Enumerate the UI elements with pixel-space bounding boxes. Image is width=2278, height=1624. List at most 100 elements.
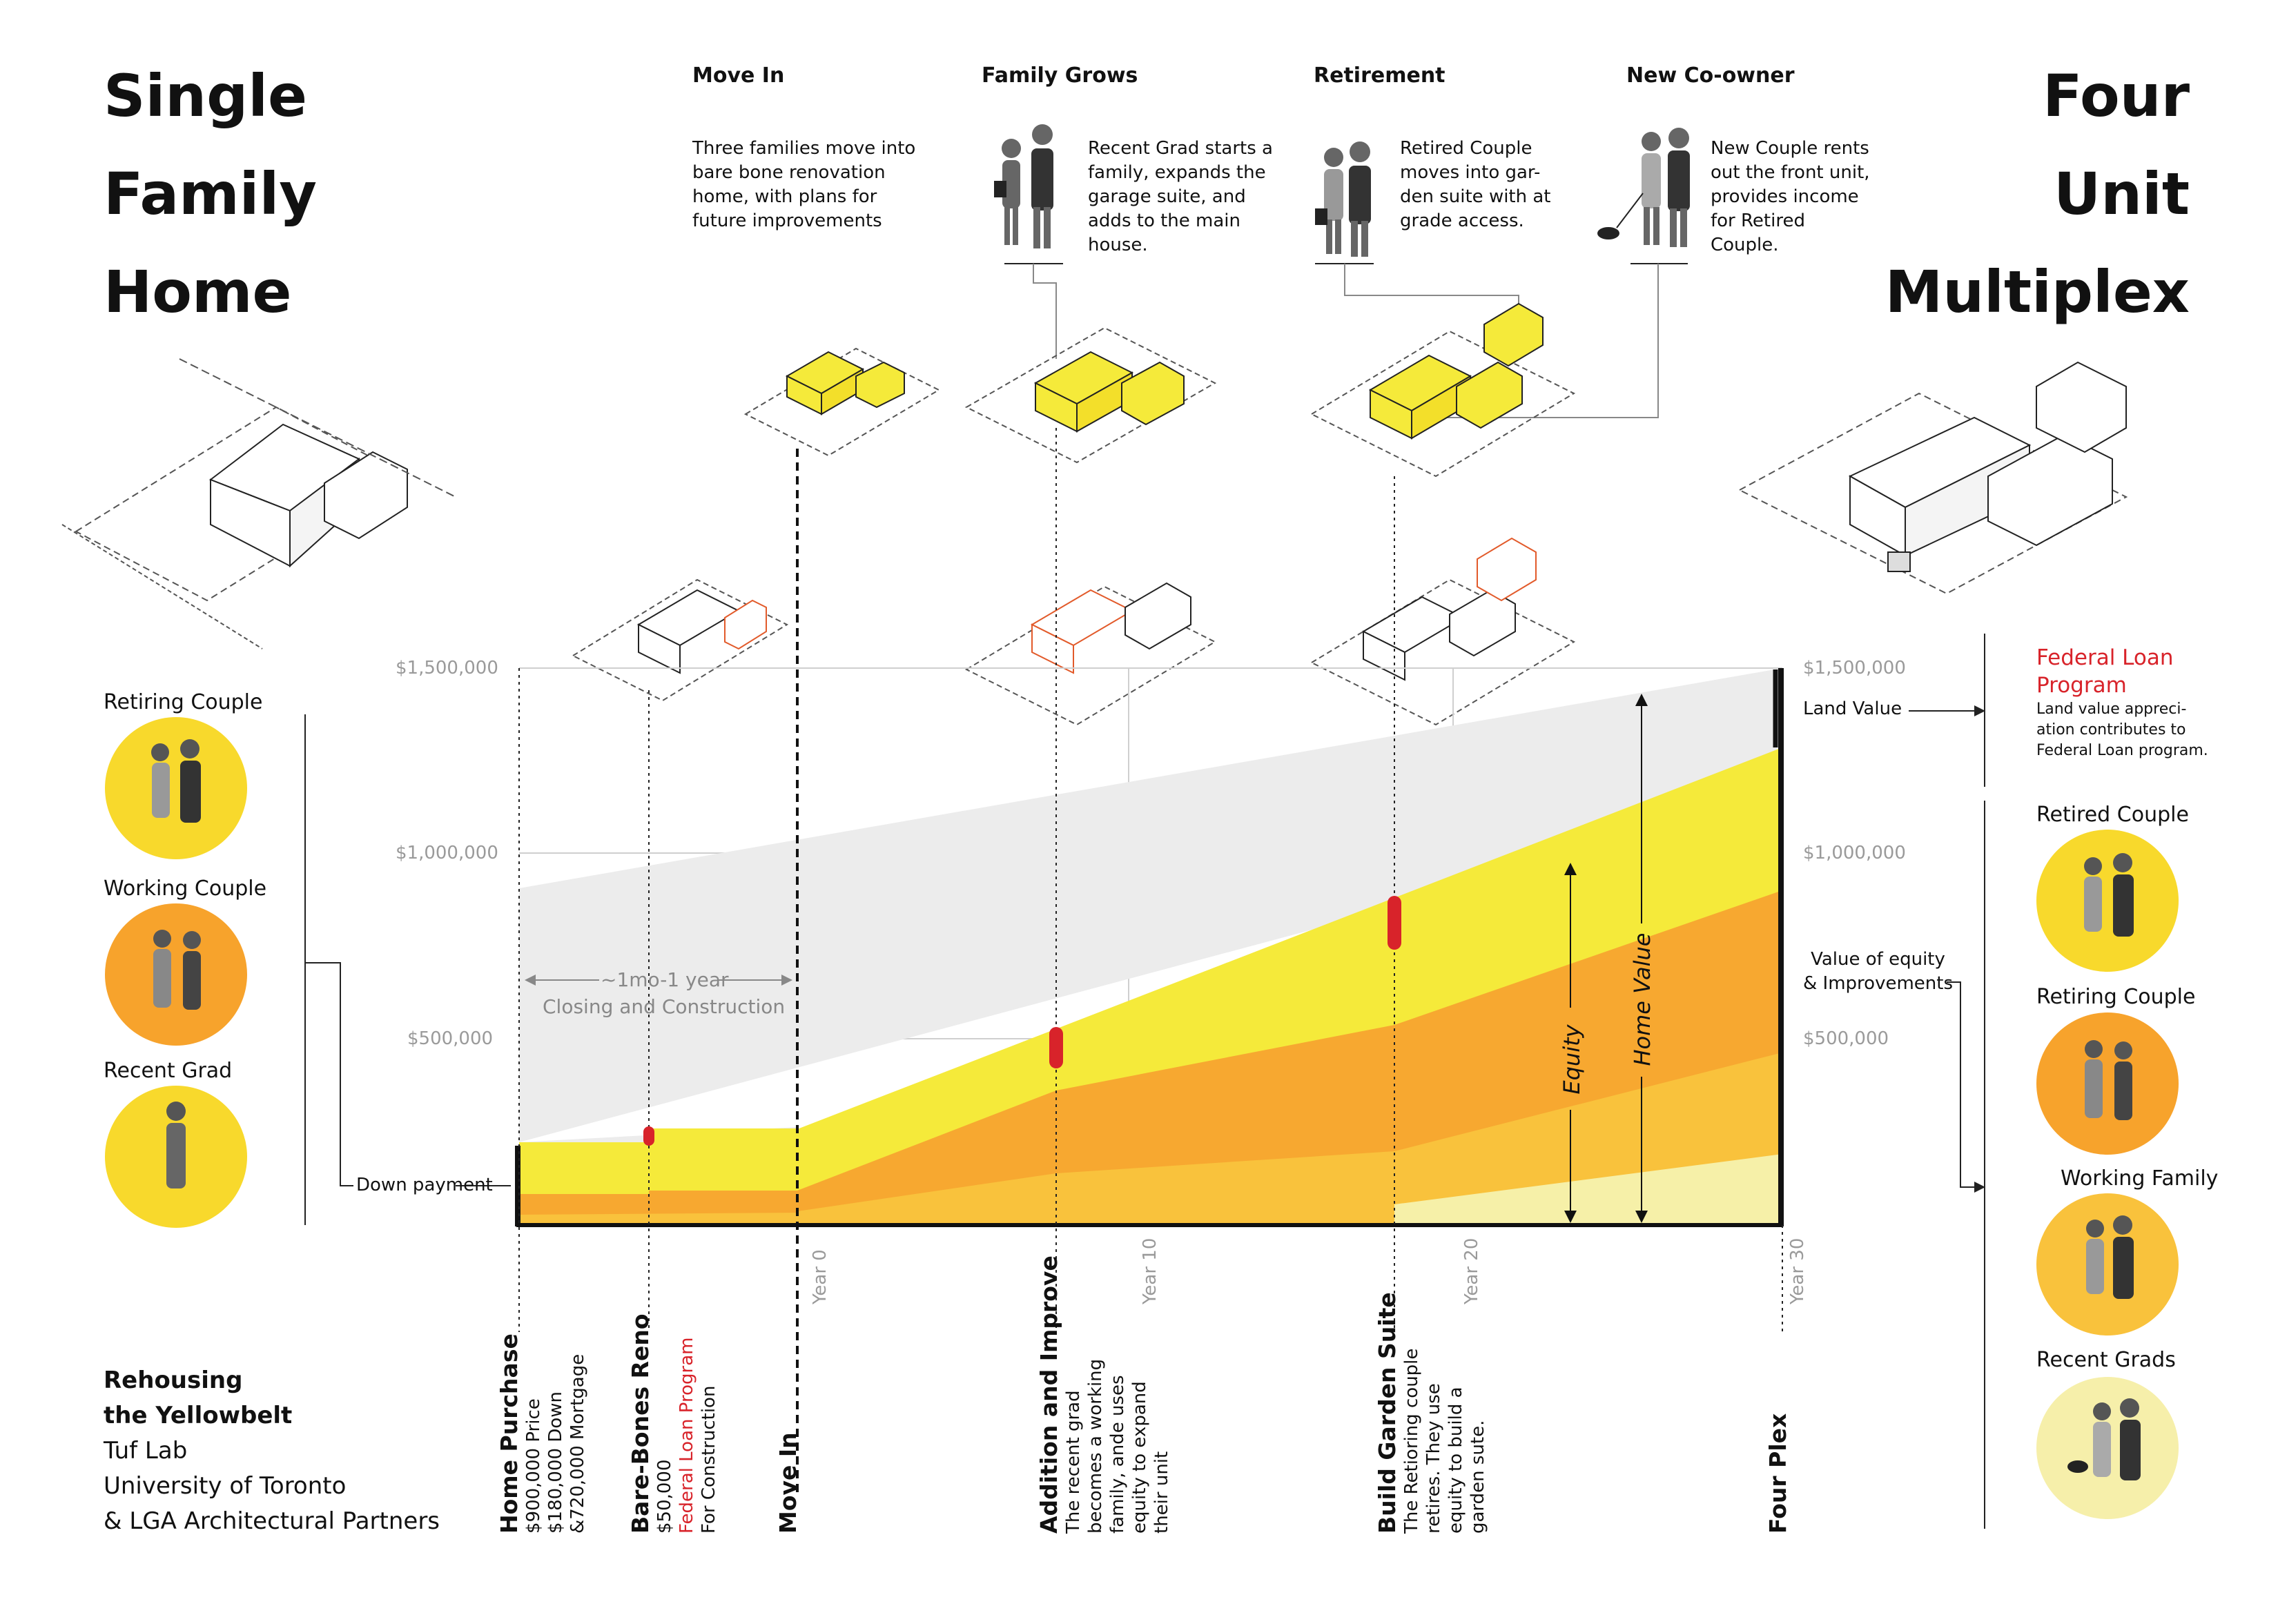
red-marker <box>643 1126 654 1146</box>
milestone-line: their unit <box>1151 1451 1172 1534</box>
federal-loan-note: Federal Loan Program Land value appreci-… <box>2036 644 2208 761</box>
stage-description: Recent Grad starts a family, expands the… <box>1088 137 1273 257</box>
isometric-house-addition <box>964 582 1217 726</box>
desc-line: future improvements <box>692 211 882 231</box>
stage-title: New Co-owner <box>1626 63 1795 88</box>
credits: Rehousing the Yellowbelt Tuf Lab Univers… <box>104 1363 440 1539</box>
credits-line: Tuf Lab <box>104 1437 188 1465</box>
desc-line: Three families move into <box>692 138 916 159</box>
desc-line: moves into gar- <box>1400 162 1541 183</box>
isometric-house-single-family <box>61 358 456 649</box>
milestone-line: The Retioring couple <box>1401 1348 1422 1534</box>
milestone-line: &720,000 Mortgage <box>567 1353 588 1534</box>
y-tick-right: $1,000,000 <box>1803 843 1906 863</box>
land-value-label: Land Value <box>1803 698 1902 719</box>
left-title-line: Family <box>104 160 318 228</box>
isometric-house-reno <box>571 578 789 702</box>
closing-arrow <box>525 975 792 986</box>
year-label: Year 20 <box>1461 1238 1482 1305</box>
desc-line: house. <box>1088 235 1148 255</box>
person-icon <box>1315 141 1374 264</box>
connector-line <box>1033 264 1057 359</box>
milestone-line: garden sute. <box>1468 1420 1488 1534</box>
y-tick-left: $500,000 <box>407 1028 494 1049</box>
circle-working-couple <box>105 903 247 1046</box>
left-title-line: Home <box>104 258 292 326</box>
desc-line: home, with plans for <box>692 186 877 207</box>
stage-title: Family Grows <box>982 63 1138 88</box>
credits-title-line: Rehousing <box>104 1367 243 1394</box>
right-title-line: Multiplex <box>1885 258 2190 326</box>
milestone-addition: Addition and Improve The recent grad bec… <box>1035 1255 1173 1534</box>
desc-line: adds to the main <box>1088 211 1241 231</box>
desc-line: Couple. <box>1711 235 1779 255</box>
circle-retiring-couple-right <box>2036 1012 2179 1155</box>
person-icon <box>1597 128 1690 264</box>
closing-range-label: ~1mo-1 year <box>601 968 729 991</box>
milestone-line: For Construction <box>699 1385 719 1534</box>
milestone-title: Build Garden Suite <box>1374 1292 1401 1534</box>
milestone-line: becomes a working <box>1085 1358 1106 1534</box>
milestone-title: Home Purchase <box>496 1333 523 1534</box>
people-label: Retiring Couple <box>104 690 263 714</box>
federal-text-line: Land value appreci- <box>2036 701 2187 718</box>
people-label: Recent Grad <box>104 1059 233 1083</box>
equity-mid-area <box>519 1053 1782 1225</box>
home-value-arrow <box>1635 694 1648 1223</box>
milestone-line: $900,000 Price <box>523 1398 544 1534</box>
milestone-title: Move In <box>775 1432 801 1534</box>
y-tick-right: $1,500,000 <box>1803 658 1906 678</box>
milestone-title: Four Plex <box>1764 1413 1791 1534</box>
closing-label: Closing and Construction <box>543 995 786 1018</box>
right-bracket <box>1909 634 1985 1529</box>
milestone-line: Federal Loan Program <box>676 1337 697 1534</box>
left-title-line: Single <box>104 62 307 130</box>
milestone-four-plex: Four Plex <box>1764 1413 1791 1534</box>
left-bracket <box>304 714 353 1225</box>
arrow-head <box>1974 1182 1985 1193</box>
federal-title-line: Federal Loan <box>2036 645 2174 670</box>
y-tick-right: $500,000 <box>1803 1028 1889 1049</box>
stage-title: Move In <box>692 63 785 88</box>
isometric-house-family-grows <box>964 326 1217 464</box>
federal-text-line: Federal Loan program. <box>2036 742 2208 759</box>
people-label: Retiring Couple <box>2036 985 2196 1009</box>
circle-retiring-couple <box>105 717 247 859</box>
desc-line: New Couple rents <box>1711 138 1869 159</box>
federal-title-line: Program <box>2036 673 2127 698</box>
stage-description: New Couple rents out the front unit, pro… <box>1711 137 1870 257</box>
red-marker <box>1049 1027 1063 1068</box>
credits-line: University of Toronto <box>104 1472 347 1500</box>
down-payment-label: Down payment <box>356 1175 493 1195</box>
circle-working-family <box>2036 1193 2179 1336</box>
isometric-house-retirement <box>1310 302 1576 478</box>
milestone-line: equity to expand <box>1129 1381 1150 1534</box>
desc-line: Recent Grad starts a <box>1088 138 1273 159</box>
milestone-move-in: Move In <box>775 1432 801 1534</box>
desc-line: bare bone renovation <box>692 162 886 183</box>
milestone-garden-suite: Build Garden Suite The Retioring couple … <box>1374 1292 1489 1534</box>
equity-label: Equity <box>1559 1024 1585 1094</box>
isometric-house-garden-suite <box>1310 537 1576 726</box>
year-label: Year 10 <box>1140 1238 1160 1305</box>
milestone-bare-bones-reno: Bare-Bones Reno $50,000 Federal Loan Pro… <box>627 1313 720 1534</box>
credits-line: & LGA Architectural Partners <box>104 1507 440 1535</box>
connector-line <box>1422 264 1659 418</box>
milestone-line: The recent grad <box>1063 1390 1084 1534</box>
y-tick-left: $1,000,000 <box>396 843 498 863</box>
right-title: Four Unit Multiplex <box>1885 47 2190 341</box>
milestone-title: Addition and Improve <box>1035 1255 1062 1534</box>
people-label: Recent Grads <box>2036 1348 2176 1372</box>
isometric-house-four-unit <box>1737 361 2128 595</box>
red-marker <box>1388 896 1401 950</box>
people-label: Working Couple <box>104 877 267 901</box>
milestone-line: $50,000 <box>654 1459 675 1534</box>
year-label: Year 0 <box>810 1249 830 1305</box>
milestone-line: family, ande uses <box>1107 1375 1128 1534</box>
equity-pale-area <box>1394 1154 1782 1225</box>
milestone-home-purchase: Home Purchase $900,000 Price $180,000 Do… <box>496 1333 589 1534</box>
person-icon <box>994 124 1063 264</box>
milestone-line: equity to build a <box>1445 1387 1466 1534</box>
desc-line: out the front unit, <box>1711 162 1870 183</box>
